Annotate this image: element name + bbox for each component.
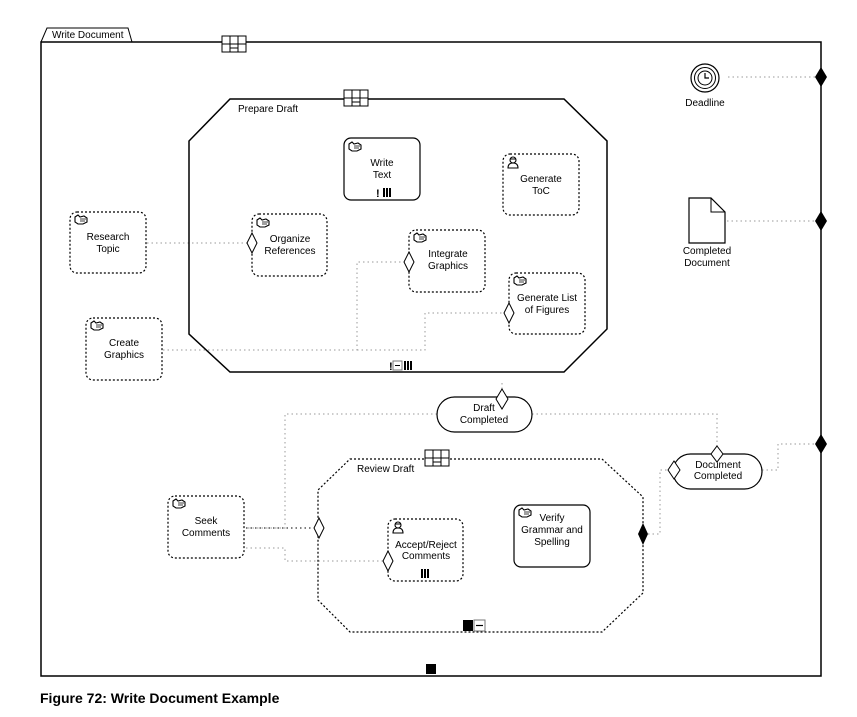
document-icon: [688, 197, 726, 244]
task-label-line: Generate: [520, 174, 562, 185]
input-port-icon: [246, 231, 258, 255]
task-label-line: of Figures: [525, 305, 569, 316]
artifact-label-line: Completed: [683, 246, 731, 257]
task-integrate-graphics[interactable]: Integrate Graphics: [403, 229, 486, 293]
associations: [147, 76, 815, 562]
artifact-label: Deadline: [685, 98, 725, 109]
task-research-topic[interactable]: Research Topic: [69, 211, 147, 274]
task-label-line: Organize: [270, 234, 311, 245]
grid-marker-icon: [221, 35, 247, 53]
event-label-line: Draft: [473, 403, 495, 414]
hand-icon: [513, 275, 527, 286]
hand-icon: [413, 232, 427, 243]
task-generate-list-of-figures[interactable]: Generate List of Figures: [503, 272, 586, 335]
task-label-line: Text: [373, 170, 392, 181]
hand-icon: [172, 498, 186, 509]
task-label-line: Topic: [96, 244, 119, 255]
task-label-line: Research: [87, 232, 130, 243]
output-port-icon: [638, 523, 648, 545]
task-label-line: Write: [370, 158, 394, 169]
task-accept-reject-comments[interactable]: Accept/Reject Comments: [382, 518, 464, 582]
task-label-line: Seek: [195, 516, 219, 527]
artifact-deadline[interactable]: Deadline: [685, 63, 725, 109]
hand-icon: [518, 507, 532, 518]
hand-icon: [74, 214, 88, 225]
task-label-line: Graphics: [428, 261, 468, 272]
task-label-line: Create: [109, 338, 139, 349]
event-document-completed[interactable]: Document Completed: [667, 445, 763, 490]
pool-border: [40, 41, 822, 677]
subprocess-label: Prepare Draft: [238, 104, 298, 115]
artifact-completed-document[interactable]: Completed Document: [683, 197, 731, 269]
task-label-line: Verify: [539, 513, 564, 524]
event-label-line: Completed: [460, 415, 508, 426]
input-port-icon: [403, 250, 415, 274]
connector-seek-accept: [246, 547, 383, 562]
loop-marker-icon: [463, 620, 473, 631]
task-generate-toc[interactable]: Generate ToC: [502, 153, 580, 216]
adhoc-marker-icon: !: [376, 188, 380, 200]
connector-draft-doccompleted: [532, 413, 718, 447]
parallel-marker-icon: [383, 188, 391, 197]
input-port-icon: [503, 301, 515, 325]
connector-doccompleted-pool: [762, 443, 815, 471]
task-label-line: Comments: [402, 551, 450, 562]
task-seek-comments[interactable]: Seek Comments: [167, 495, 245, 559]
port-document-icon: [815, 211, 827, 231]
task-label-line: Grammar and: [521, 525, 583, 536]
port-deadline-icon: [815, 67, 827, 87]
subprocess-review-draft[interactable]: Review Draft: [313, 449, 648, 633]
input-port-icon: [667, 460, 681, 480]
pool-tab[interactable]: [40, 27, 133, 43]
connector-review-doccompleted: [648, 469, 667, 535]
pool-label: Write Document: [52, 30, 124, 41]
loop-marker-icon: [426, 664, 436, 674]
input-port-icon: [710, 445, 724, 463]
task-label-line: Spelling: [534, 537, 570, 548]
input-port-icon: [313, 516, 325, 540]
task-label-line: Comments: [182, 528, 230, 539]
grid-marker-icon: [424, 449, 450, 467]
task-label-line: Generate List: [517, 293, 577, 304]
port-event-icon: [815, 434, 827, 454]
hand-icon: [256, 217, 270, 228]
task-create-graphics[interactable]: Create Graphics: [85, 317, 163, 381]
event-label-line: Document: [695, 460, 741, 471]
pool-ports: [815, 67, 827, 454]
connector-create-listfig: [357, 312, 503, 351]
figure-caption: Figure 72: Write Document Example: [40, 690, 280, 706]
task-verify-grammar-spelling[interactable]: Verify Grammar and Spelling: [513, 504, 591, 568]
adhoc-marker-icon: !: [389, 361, 393, 373]
input-port-icon: [382, 549, 394, 573]
pool-write-document[interactable]: Write Document: [40, 27, 822, 677]
task-label-line: References: [264, 246, 315, 257]
task-organize-references[interactable]: Organize References: [246, 213, 328, 277]
task-label-line: ToC: [532, 186, 550, 197]
parallel-marker-icon: [404, 361, 412, 370]
event-draft-completed[interactable]: Draft Completed: [436, 388, 533, 433]
event-label-line: Completed: [694, 471, 742, 482]
task-label-line: Graphics: [104, 350, 144, 361]
task-label-line: Accept/Reject: [395, 540, 457, 551]
input-port-icon: [495, 388, 509, 410]
grid-marker-icon: [343, 89, 369, 107]
task-write-text[interactable]: Write Text !: [343, 137, 421, 201]
task-label-line: Integrate: [428, 249, 468, 260]
subprocess-prepare-draft[interactable]: Prepare Draft !: [188, 89, 608, 373]
subprocess-label: Review Draft: [357, 464, 414, 475]
hand-icon: [348, 141, 362, 152]
hand-icon: [90, 320, 104, 331]
parallel-marker-icon: [421, 569, 429, 578]
artifact-label-line: Document: [684, 258, 730, 269]
